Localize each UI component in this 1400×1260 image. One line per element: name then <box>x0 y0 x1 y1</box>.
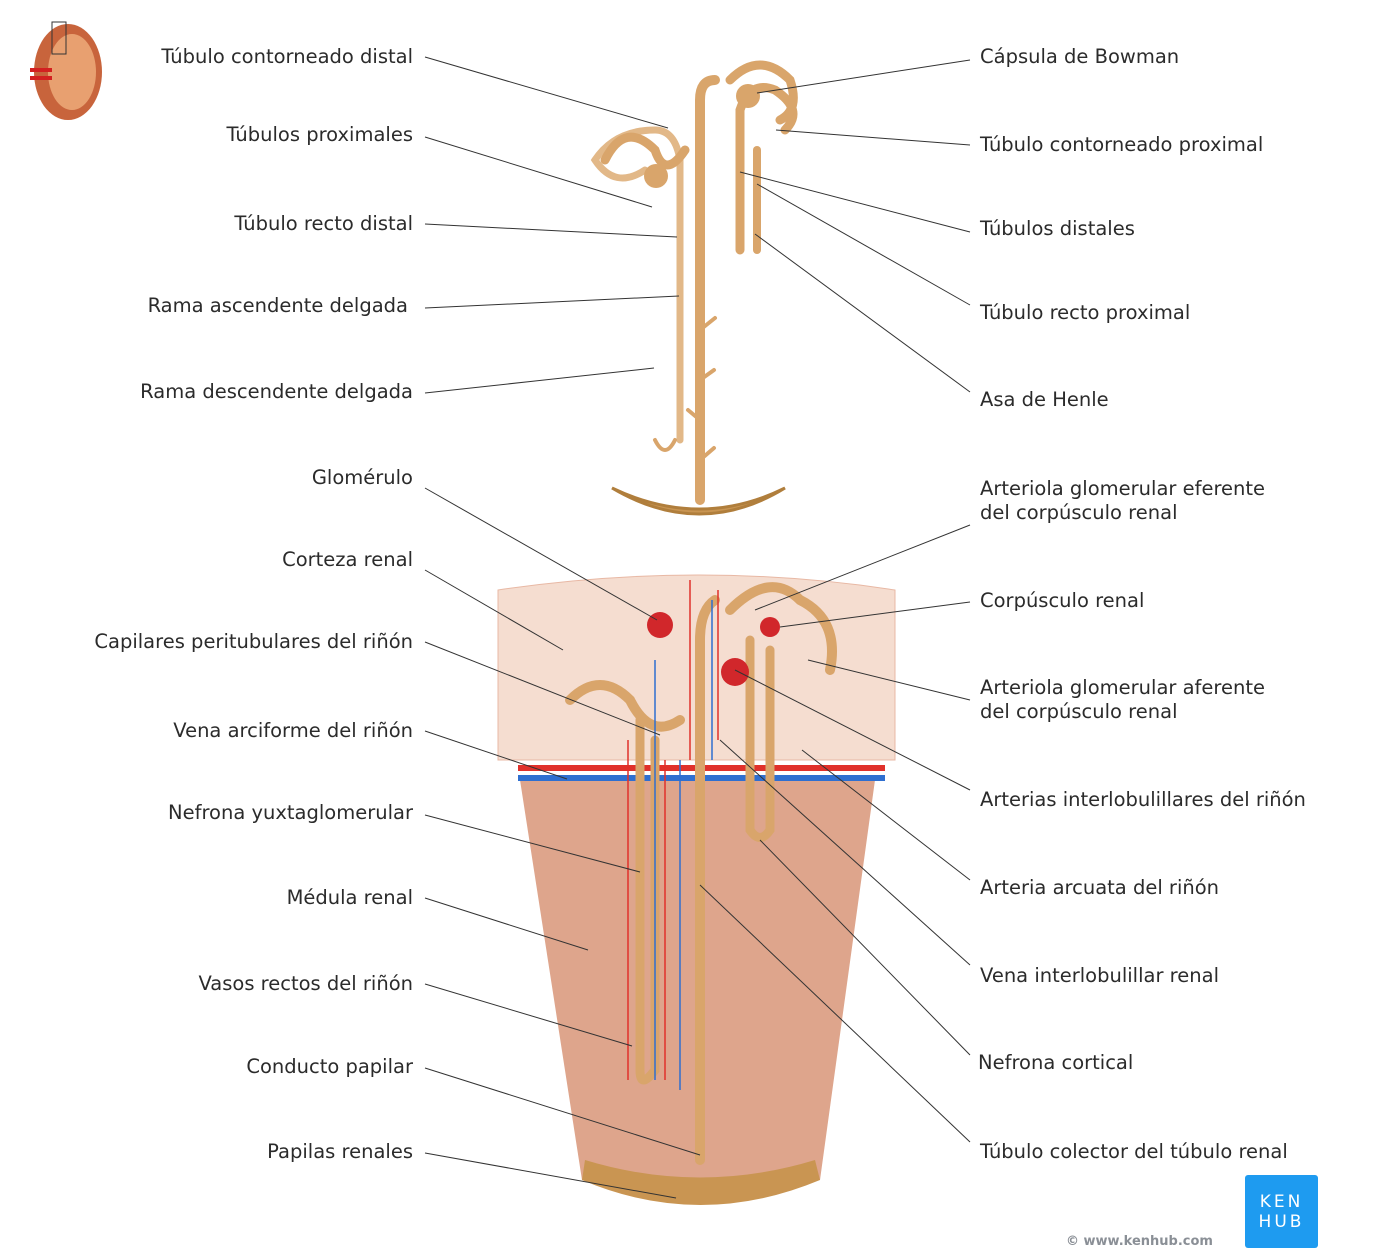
label-interlobular-arteries: Arterias interlobulillares del riñón <box>980 788 1306 811</box>
label-papillary-duct: Conducto papilar <box>246 1055 413 1078</box>
label-distal-straight-tubule: Túbulo recto distal <box>234 212 413 235</box>
label-arcuate-artery: Arteria arcuata del riñón <box>980 876 1220 899</box>
label-arcuate-vein: Vena arciforme del riñón <box>173 719 413 742</box>
label-renal-corpuscle: Corpúsculo renal <box>980 589 1145 612</box>
label-distal-tubules: Túbulos distales <box>980 217 1135 240</box>
label-efferent-line2: del corpúsculo renal <box>980 501 1178 524</box>
label-renal-cortex: Corteza renal <box>282 548 413 571</box>
label-proximal-straight-tubule: Túbulo recto proximal <box>980 301 1191 324</box>
leader-lines <box>424 56 971 1199</box>
label-cortical-nephron: Nefrona cortical <box>978 1051 1134 1074</box>
label-peritubular-capillaries: Capilares peritubulares del riñón <box>94 630 413 653</box>
kenhub-logo: KEN HUB <box>1245 1175 1318 1248</box>
label-renal-papillae: Papilas renales <box>267 1140 413 1163</box>
nephron-illustration <box>590 60 798 505</box>
renal-papilla <box>582 1160 820 1205</box>
label-interlobular-vein: Vena interlobulillar renal <box>980 964 1219 987</box>
label-juxtamedullary-nephron: Nefrona yuxtaglomerular <box>168 801 413 824</box>
label-afferent-arteriole: Arteriola glomerular aferente del corpús… <box>980 676 1265 724</box>
label-efferent-line1: Arteriola glomerular eferente <box>980 477 1266 500</box>
label-collecting-tubule: Túbulo colector del túbulo renal <box>980 1140 1288 1163</box>
label-loop-of-henle: Asa de Henle <box>980 388 1109 411</box>
label-proximal-convoluted-tubule: Túbulo contorneado proximal <box>980 133 1264 156</box>
label-efferent-arteriole: Arteriola glomerular eferente del corpús… <box>980 477 1265 525</box>
label-proximal-tubules: Túbulos proximales <box>226 123 413 146</box>
label-thin-ascending-limb: Rama ascendente delgada <box>147 294 408 317</box>
copyright-text: © www.kenhub.com <box>1066 1234 1213 1249</box>
kidney-thumbnail-icon <box>30 21 102 120</box>
label-afferent-line2: del corpúsculo renal <box>980 700 1178 723</box>
logo-line2: HUB <box>1258 1211 1305 1232</box>
label-distal-convoluted-tubule: Túbulo contorneado distal <box>161 45 413 68</box>
label-thin-descending-limb: Rama descendente delgada <box>140 380 413 403</box>
label-afferent-line1: Arteriola glomerular aferente <box>980 676 1266 699</box>
label-glomerulus: Glomérulo <box>311 466 413 489</box>
label-vasa-recta: Vasos rectos del riñón <box>198 972 413 995</box>
label-renal-medulla: Médula renal <box>286 886 413 909</box>
label-bowman-capsule: Cápsula de Bowman <box>980 45 1180 68</box>
logo-line1: KEN <box>1259 1191 1304 1212</box>
